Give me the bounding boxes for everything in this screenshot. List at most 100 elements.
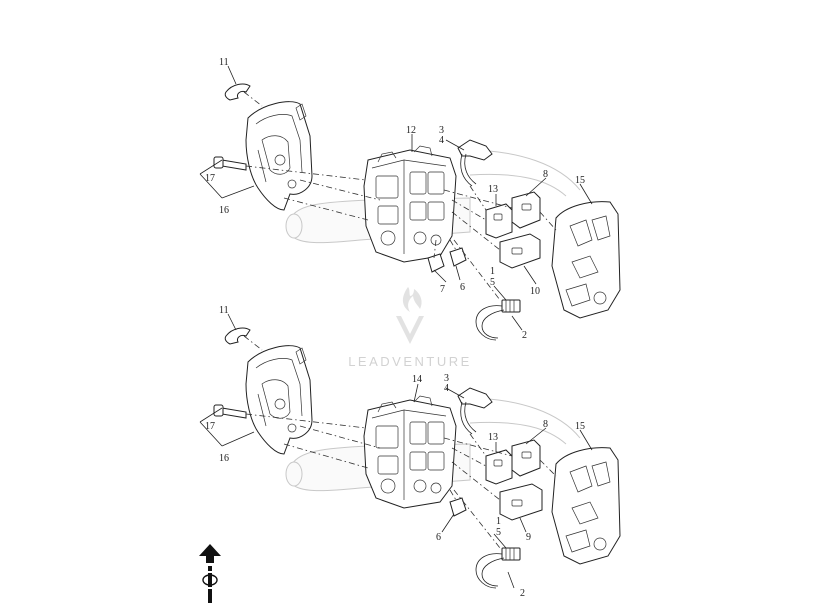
leader-line — [455, 265, 461, 281]
axis-line — [451, 199, 487, 221]
leader-line — [493, 285, 507, 301]
axis-line — [451, 211, 501, 251]
axis-line — [469, 185, 487, 211]
callout-9: 9 — [526, 532, 531, 543]
axis-line — [469, 433, 487, 457]
part-7-cap — [427, 253, 445, 273]
leader-line — [511, 315, 523, 331]
part-6-cap — [449, 497, 467, 517]
leader-line — [525, 427, 547, 445]
leader-line — [413, 383, 419, 403]
leader-line — [199, 407, 223, 447]
callout-5: 5 — [496, 527, 501, 538]
callout-7: 7 — [440, 284, 445, 295]
axis-line — [443, 189, 513, 209]
part-14-switch-housing-assembly — [363, 395, 457, 509]
axis-line — [539, 459, 557, 477]
callout-6: 6 — [436, 532, 441, 543]
forward-direction-indicator — [199, 544, 221, 603]
callout-3: 3 — [439, 125, 444, 136]
leader-line — [523, 265, 537, 285]
part-1-5-2-connector — [475, 299, 521, 341]
callout-4: 4 — [439, 135, 444, 146]
leader-line — [433, 269, 447, 283]
up-arrow-icon — [199, 544, 221, 563]
callout-8: 8 — [543, 169, 548, 180]
callout-15: 15 — [575, 175, 585, 186]
callout-17: 17 — [205, 421, 215, 432]
callout-2: 2 — [522, 330, 527, 341]
part-3-4-wiring-harness — [457, 387, 493, 435]
handlebar-curve-ghost-2 — [469, 173, 567, 197]
callout-17: 17 — [205, 173, 215, 184]
part-13-switch-cap — [485, 449, 513, 485]
leader-line — [199, 159, 223, 199]
callout-4: 4 — [444, 383, 449, 394]
axis-line — [433, 239, 437, 259]
bottom-assembly: 11 14 3 4 8 13 15 17 16 6 1 5 9 2 — [199, 305, 621, 599]
part-8-switch-cap — [511, 439, 541, 477]
part-16-lower-housing — [245, 101, 313, 211]
part-11-retainer — [224, 83, 251, 101]
leader-line — [579, 183, 593, 205]
axis-line — [243, 335, 263, 351]
axis-line — [443, 437, 513, 457]
handlebar-tube-end-ghost — [285, 213, 303, 239]
axis-line — [449, 239, 457, 251]
leader-line — [579, 429, 593, 451]
part-11-retainer — [224, 327, 251, 345]
callout-14: 14 — [412, 374, 422, 385]
leader-line — [519, 517, 527, 533]
part-6-cap — [449, 247, 467, 267]
axis-line — [243, 91, 263, 107]
callout-11: 11 — [219, 57, 229, 68]
part-15-upper-housing — [551, 201, 621, 319]
watermark: LEADVENTURE — [348, 287, 472, 369]
callout-10: 10 — [530, 286, 540, 297]
part-12-switch-housing-assembly — [363, 145, 457, 263]
axis-line — [451, 461, 501, 501]
part-17-screw — [213, 156, 247, 171]
callout-16: 16 — [219, 205, 229, 216]
leader-line — [507, 571, 515, 589]
part-13-switch-cap — [485, 203, 513, 239]
leader-line — [445, 387, 465, 399]
rider-icon — [202, 566, 218, 603]
part-9-switch-rocker — [499, 483, 543, 521]
leader-line — [221, 431, 255, 447]
leader-line — [221, 185, 255, 199]
axis-line — [299, 179, 381, 201]
top-assembly: 11 12 3 4 8 13 15 17 16 7 6 1 5 10 2 — [199, 57, 621, 341]
watermark-flame-icon — [396, 287, 424, 344]
handlebar-tube-end-ghost — [285, 461, 303, 487]
part-8-switch-cap — [511, 191, 541, 229]
axis-line — [451, 447, 487, 467]
part-3-4-wiring-harness — [457, 139, 493, 187]
part-17-screw — [213, 404, 247, 419]
callout-15: 15 — [575, 421, 585, 432]
handlebar-curve-ghost-2 — [469, 421, 567, 445]
axis-line — [449, 489, 457, 501]
callout-6: 6 — [460, 282, 465, 293]
leader-line — [493, 533, 507, 549]
callout-12: 12 — [406, 125, 416, 136]
callout-16: 16 — [219, 453, 229, 464]
part-10-switch-rocker — [499, 233, 541, 269]
watermark-brand-text: LEADVENTURE — [348, 354, 472, 369]
callout-11: 11 — [219, 305, 229, 316]
axis-line — [453, 489, 501, 549]
leader-line — [445, 139, 465, 151]
callout-2: 2 — [520, 588, 525, 599]
callout-3: 3 — [444, 373, 449, 384]
axis-line — [283, 443, 369, 469]
leader-line — [441, 513, 455, 533]
part-1-5-2-connector — [475, 547, 521, 589]
callout-13: 13 — [488, 184, 498, 195]
callout-1: 1 — [490, 266, 495, 277]
part-15-upper-housing — [551, 447, 621, 565]
axis-line — [539, 211, 557, 231]
leader-line — [227, 313, 237, 331]
leader-line — [227, 65, 237, 85]
callout-8: 8 — [543, 419, 548, 430]
